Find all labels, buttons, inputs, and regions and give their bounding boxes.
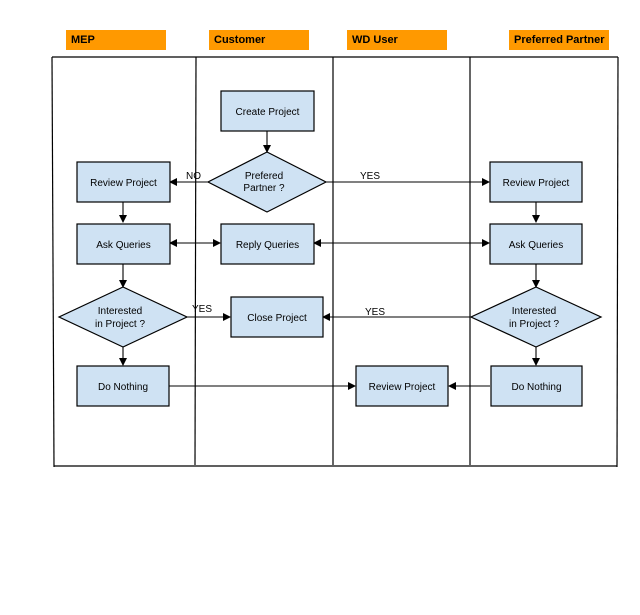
edge-label-no: NO <box>186 171 201 182</box>
node-mep-do-nothing[interactable]: Do Nothing <box>76 365 170 407</box>
node-pp-do-nothing-label: Do Nothing <box>511 382 561 393</box>
node-prefered-partner-decision[interactable]: Prefered Partner ? <box>206 151 328 213</box>
node-reply-queries[interactable]: Reply Queries <box>220 223 315 265</box>
node-pp-interested-label-line1: Interested <box>512 306 556 317</box>
node-pp-do-nothing[interactable]: Do Nothing <box>490 365 583 407</box>
node-create-project-label: Create Project <box>236 107 300 118</box>
node-reply-queries-label: Reply Queries <box>236 240 299 251</box>
lane-header-wd-user: WD User <box>347 30 447 50</box>
lane-header-mep: MEP <box>66 30 166 50</box>
node-mep-ask-queries-label: Ask Queries <box>96 240 150 251</box>
node-wd-review-project-label: Review Project <box>369 382 436 393</box>
lane-left-border <box>51 56 55 468</box>
node-mep-ask-queries[interactable]: Ask Queries <box>76 223 171 265</box>
node-mep-review-project[interactable]: Review Project <box>76 161 171 203</box>
node-prefered-partner-label-line2: Partner ? <box>243 183 285 194</box>
lane-header-preferred-partner: Preferred Partner <box>509 30 609 50</box>
lane-header-customer: Customer <box>209 30 309 50</box>
swimlane-frame <box>51 56 619 468</box>
node-mep-interested-label-line1: Interested <box>98 306 142 317</box>
node-mep-interested-decision[interactable]: Interested in Project ? <box>57 286 189 348</box>
node-pp-review-project[interactable]: Review Project <box>489 161 583 203</box>
node-close-project-label: Close Project <box>247 313 307 324</box>
node-mep-do-nothing-label: Do Nothing <box>98 382 148 393</box>
node-mep-review-project-label: Review Project <box>90 178 157 189</box>
node-pp-review-project-label: Review Project <box>503 178 570 189</box>
edge-label-yes-mep: YES <box>192 304 212 315</box>
lane-divider-mep-customer <box>194 56 197 466</box>
lane-right-border <box>616 56 619 468</box>
node-wd-review-project[interactable]: Review Project <box>355 365 449 407</box>
edge-label-yes-pp: YES <box>365 307 385 318</box>
node-pp-interested-decision[interactable]: Interested in Project ? <box>469 286 603 348</box>
edges <box>119 131 540 390</box>
node-close-project[interactable]: Close Project <box>230 296 324 338</box>
node-pp-interested-label-line2: in Project ? <box>509 319 559 330</box>
node-prefered-partner-label-line1: Prefered <box>245 171 283 182</box>
node-pp-ask-queries[interactable]: Ask Queries <box>489 223 583 265</box>
edge-label-yes-partner: YES <box>360 171 380 182</box>
node-pp-ask-queries-label: Ask Queries <box>509 240 563 251</box>
node-create-project[interactable]: Create Project <box>220 90 315 132</box>
node-mep-interested-label-line2: in Project ? <box>95 319 145 330</box>
